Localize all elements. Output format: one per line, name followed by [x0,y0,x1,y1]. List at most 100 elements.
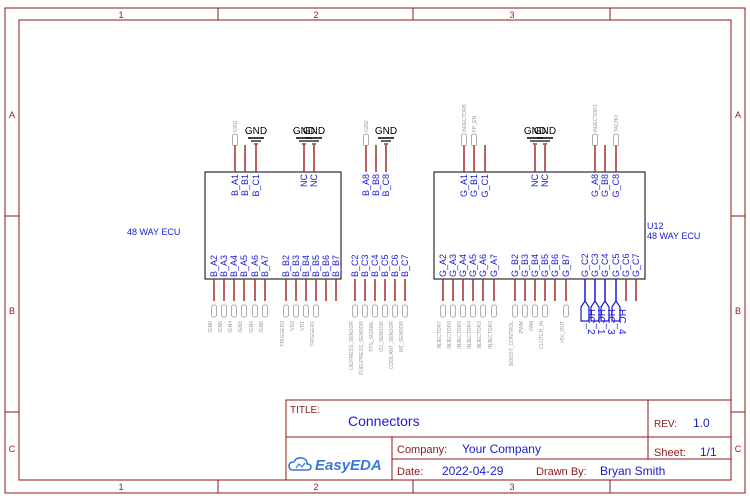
pin-g-c1[interactable]: G_C1 [480,145,490,198]
pin-g-b7[interactable]: G_B7+5V_OUT [560,254,571,343]
net-label: HC_2 [585,309,596,335]
pin-label: B_C7 [400,254,410,277]
pin-g-b6[interactable]: G_B6 [550,254,560,301]
pin-b-b1[interactable]: B_B1 [240,145,250,196]
row-label: B [735,306,741,316]
pin-g-c7[interactable]: G_C7 [631,253,641,301]
net-label: TRIGGER2 [280,321,286,347]
net-port-flag [450,304,456,318]
right-connector-name: 48 WAY ECU [647,231,700,241]
net-label: HC_4 [616,309,627,335]
net-port-flag [532,304,538,318]
pin-label: B_C3 [360,254,370,277]
net-label: IGN6 [208,321,214,333]
frame-zone-labels: 1 2 3 1 2 3 A B C A B C [9,10,742,492]
pin-label: B_B8 [371,174,381,196]
title-block-border [285,399,732,481]
pin-g-c6[interactable]: G_C6 [621,253,631,301]
easyeda-logo-text: EasyEDA [315,457,382,474]
net-label: VR2 [290,321,296,331]
net-label: FP_EN [472,115,478,132]
pin-label: B_A8 [361,174,371,196]
net-label: INJECTOR2 [488,321,494,349]
net-label: IGN5 [259,321,265,333]
pin-label: B_C1 [251,174,261,197]
net-label: INJECTOR8 [462,104,468,132]
pin-b-b7[interactable]: B_B7 [331,255,341,301]
pin-label: B_A3 [219,255,229,277]
net-label: IGN4 [249,321,255,333]
ground-symbol: GND [534,126,556,145]
pin-b-b8[interactable]: B_B8 [371,145,381,196]
net-port-flag [563,304,569,318]
revision-value: 1.0 [693,416,710,430]
pin-g-b8[interactable]: G_B8 [600,145,610,197]
column-label: 1 [118,10,123,20]
title-label: TITLE: [290,405,320,416]
pin-nc[interactable]: NC GND [534,126,556,187]
pin-label: NC [299,174,309,187]
pin-g-b1[interactable]: G_B1 FP_EN [469,115,479,197]
right-ecu-connector[interactable]: U12 48 WAY ECU G_A1INJECTOR8G_B1FP_ENG_C… [433,104,700,366]
sheet-label: Sheet: [654,447,686,459]
net-port-flag [293,304,299,318]
pin-label: NC [540,174,550,187]
pin-label: G_B3 [520,254,530,277]
ground-label: GND [303,126,325,137]
pin-label: G_B6 [550,254,560,277]
net-port-flag [221,304,227,318]
pin-label: B_C4 [370,254,380,277]
net-label: INJECTOR5 [457,321,463,349]
pin-label: G_C2 [580,253,590,277]
frame-outer-border [4,7,746,494]
date-value: 2022-04-29 [442,464,504,478]
net-label: INJECTOR3 [477,321,483,349]
net-label: INJECTOR4 [467,321,473,349]
pin-label: G_B1 [469,174,479,197]
net-port-flag [470,304,476,318]
pin-b-b6[interactable]: B_B6 [321,255,331,301]
net-port-flag [402,304,408,318]
